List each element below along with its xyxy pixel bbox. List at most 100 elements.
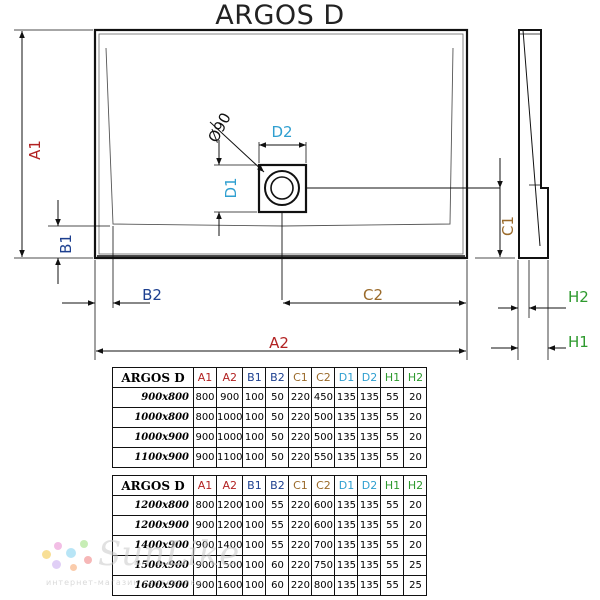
cell-size: 1200x800 [112,495,194,516]
cell-h2: 20 [403,387,428,408]
cell-size: 1000x900 [112,427,194,448]
cell-b2: 50 [265,407,290,428]
cell-b2: 60 [265,555,290,576]
drain-ring-inner [270,176,294,200]
diagram-title: ARGOS D [215,0,345,31]
cell-b1: 100 [242,447,267,468]
label-b2: B2 [142,286,162,304]
cell-a1: 800 [193,407,217,428]
cell-b1: 100 [242,495,267,516]
cell-a1: 900 [193,427,217,448]
cell-h2: 20 [403,427,428,448]
label-a1: A1 [26,140,44,160]
table-header-h1: H1 [380,367,405,388]
label-c2: C2 [363,286,383,304]
cell-d1: 135 [334,535,359,556]
cell-h2: 20 [403,407,428,428]
side-profile [518,29,549,259]
cell-h2: 25 [403,555,428,576]
cell-c1: 220 [288,555,313,576]
cell-a2: 1200 [215,495,244,516]
table-header-a2: A2 [215,475,244,496]
cell-d1: 135 [334,575,359,596]
cell-c2: 750 [311,555,336,576]
cell-a1: 900 [193,555,217,576]
dimension-b2 [62,226,150,360]
cell-a1: 900 [193,515,217,536]
table-header-c1: C1 [288,475,313,496]
cell-a1: 900 [193,447,217,468]
cell-b2: 50 [265,427,290,448]
cell-h1: 55 [380,407,405,428]
cell-a2: 900 [215,387,244,408]
cell-d2: 135 [357,555,382,576]
cell-d1: 135 [334,495,359,516]
cell-b1: 100 [242,515,267,536]
cell-d1: 135 [334,427,359,448]
cell-h1: 55 [380,427,405,448]
table-header-row: ARGOS D A1 A2 B1 B2 C1 C2 D1 D2 H1 H2 [112,475,428,496]
cell-d1: 135 [334,555,359,576]
label-c1: C1 [499,216,517,236]
table-header-c1: C1 [288,367,313,388]
cell-a2: 1000 [215,407,244,428]
dimension-c2 [283,260,468,360]
table-header-d1: D1 [334,475,359,496]
cell-b1: 100 [242,427,267,448]
table-header-a2: A2 [215,367,244,388]
cell-c2: 500 [311,407,336,428]
cell-d2: 135 [357,535,382,556]
cell-c1: 220 [288,427,313,448]
cell-h2: 20 [403,515,428,536]
cell-size: 1000x800 [112,407,194,428]
cell-b2: 55 [265,515,290,536]
label-h2: H2 [568,288,589,306]
cell-size: 1500x900 [112,555,194,576]
side-slope [522,29,541,247]
cell-c2: 500 [311,427,336,448]
cell-d1: 135 [334,447,359,468]
cell-a1: 800 [193,495,217,516]
dimension-c1 [475,158,515,259]
cell-h1: 55 [380,447,405,468]
label-b1: B1 [57,234,75,254]
table-header-model: ARGOS D [112,367,194,388]
cell-b2: 50 [265,447,290,468]
cell-d2: 135 [357,515,382,536]
cell-h2: 25 [403,575,428,596]
cell-a2: 1000 [215,427,244,448]
table-header-d2: D2 [357,475,382,496]
dimension-a1 [14,29,93,259]
cell-d2: 135 [357,495,382,516]
cell-size: 1400x900 [112,535,194,556]
label-d2: D2 [271,123,292,141]
cell-h1: 55 [380,575,405,596]
cell-d1: 135 [334,387,359,408]
cell-c1: 220 [288,387,313,408]
cell-c1: 220 [288,575,313,596]
cell-c1: 220 [288,407,313,428]
cell-c1: 220 [288,447,313,468]
label-h1: H1 [568,333,589,351]
cell-h2: 20 [403,495,428,516]
cell-b2: 55 [265,495,290,516]
tray-top-view [93,28,469,260]
cell-a2: 1100 [215,447,244,468]
table-header-row: ARGOS D A1 A2 B1 B2 C1 C2 D1 D2 H1 H2 [112,367,428,388]
cell-a2: 1200 [215,515,244,536]
diameter-leader [209,121,265,173]
cell-b1: 100 [242,555,267,576]
cell-c1: 220 [288,495,313,516]
table-header-model: ARGOS D [112,475,194,496]
table-header-a1: A1 [193,367,217,388]
table-header-h2: H2 [403,475,428,496]
dimensions-table-2: ARGOS D A1 A2 B1 B2 C1 C2 D1 D2 H1 H2 12… [112,475,428,596]
